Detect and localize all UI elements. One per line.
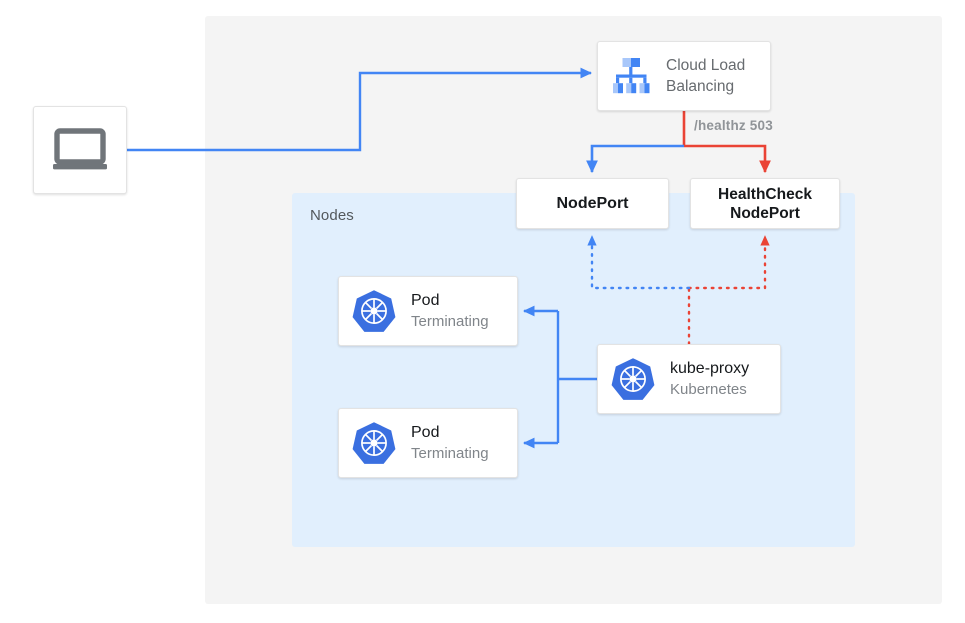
nodeport-node[interactable]: NodePort <box>516 178 669 229</box>
healthcheck-nodeport-label: HealthCheck NodePort <box>718 185 812 222</box>
kube-proxy-subtitle: Kubernetes <box>670 381 747 398</box>
pod-node-1[interactable]: Pod Terminating <box>338 276 518 346</box>
cloud-load-balancing-label: Cloud Load Balancing <box>666 57 746 95</box>
laptop-icon <box>34 107 126 193</box>
healthcheck-nodeport-node[interactable]: HealthCheck NodePort <box>690 178 840 229</box>
pod-node-2[interactable]: Pod Terminating <box>338 408 518 478</box>
cloud-load-balancing-icon <box>608 55 654 97</box>
pod-status: Terminating <box>411 313 489 330</box>
nodes-group-label: Nodes <box>310 207 354 224</box>
healthz-status-label: /healthz 503 <box>694 118 773 133</box>
pod-title: Pod <box>411 292 440 309</box>
nodeport-label: NodePort <box>556 194 629 212</box>
pod-title: Pod <box>411 424 440 441</box>
kubernetes-icon <box>351 420 397 466</box>
kubernetes-icon <box>610 356 656 402</box>
client-node[interactable] <box>33 106 127 194</box>
kubernetes-icon <box>351 288 397 334</box>
kube-proxy-node[interactable]: kube-proxy Kubernetes <box>597 344 781 414</box>
kube-proxy-title: kube-proxy <box>670 360 750 377</box>
pod-status: Terminating <box>411 445 489 462</box>
cloud-load-balancing-node[interactable]: Cloud Load Balancing <box>597 41 771 111</box>
